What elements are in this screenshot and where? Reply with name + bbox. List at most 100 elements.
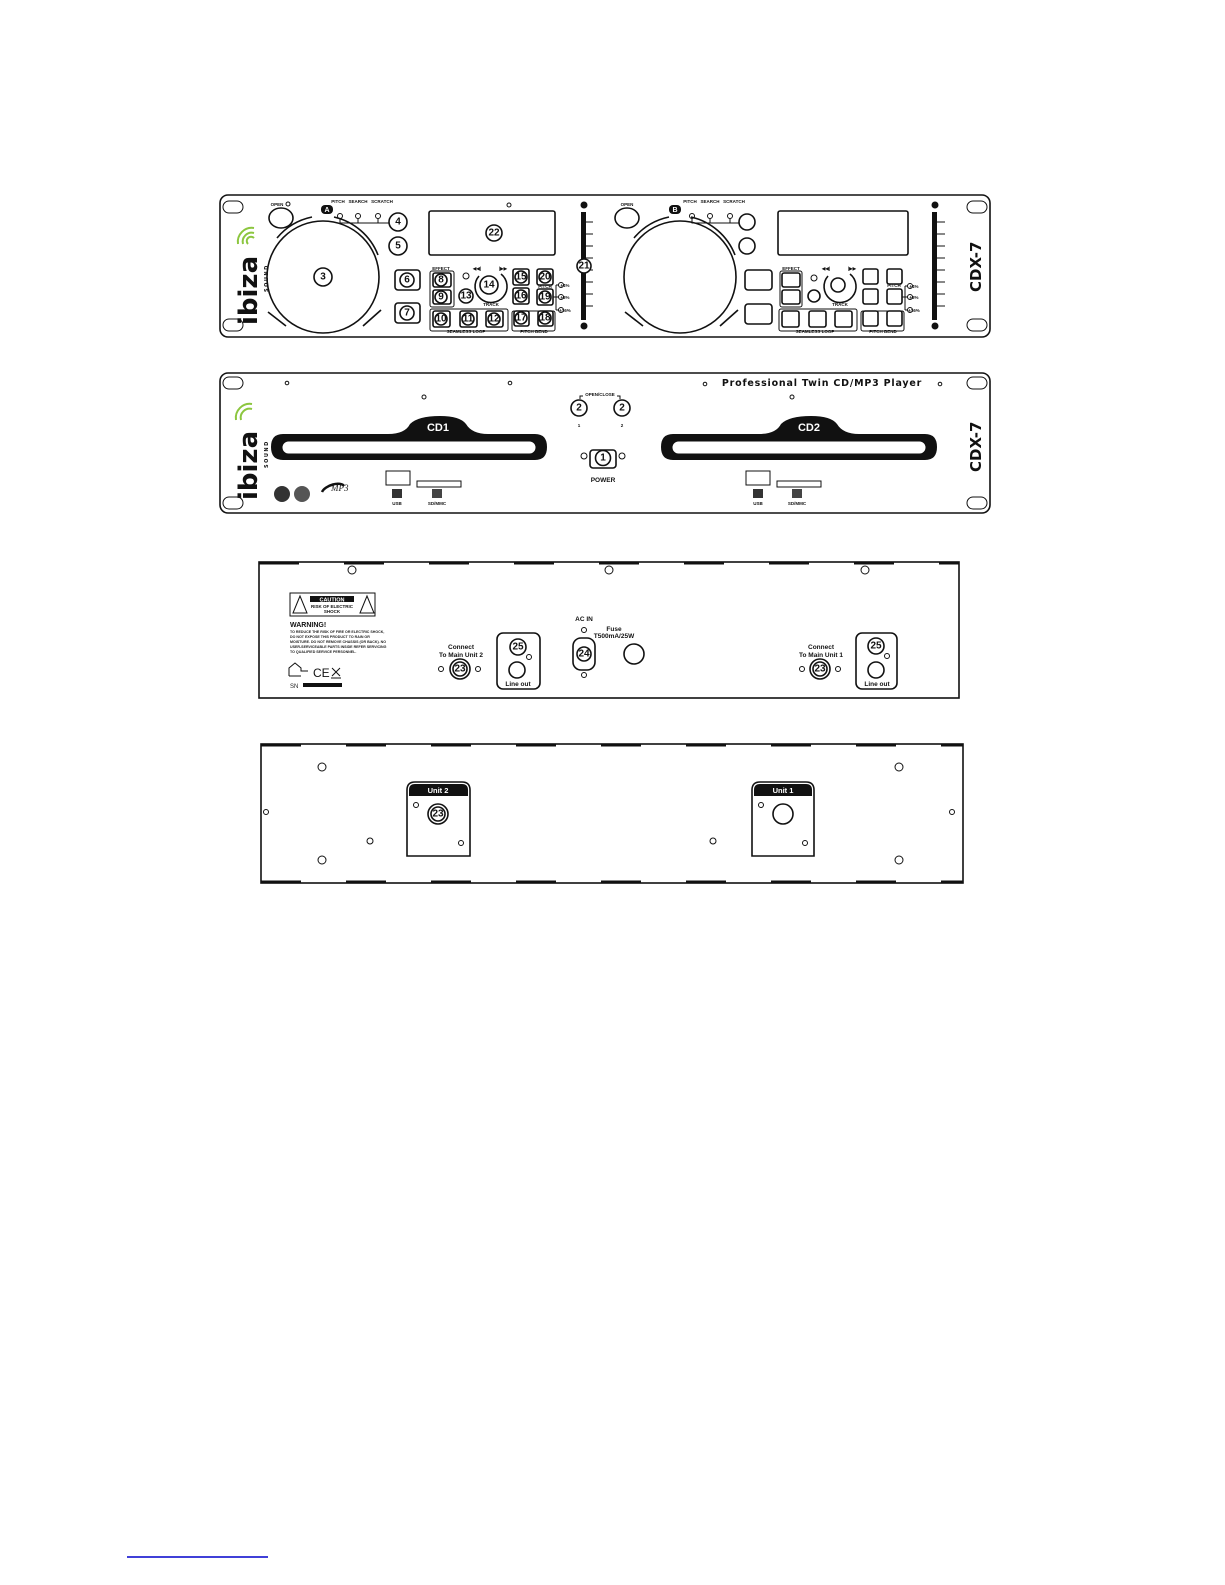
svg-text:Connect: Connect xyxy=(448,644,475,651)
usb-port[interactable] xyxy=(385,470,411,486)
svg-text:CD1: CD1 xyxy=(427,422,449,434)
open-button[interactable] xyxy=(614,207,640,229)
svg-text:SEARCH: SEARCH xyxy=(348,199,367,204)
svg-text:ibiza: ibiza xyxy=(234,431,264,500)
fuse-holder xyxy=(623,643,645,665)
svg-text:To Main Unit 2: To Main Unit 2 xyxy=(439,652,483,659)
svg-text:MOISTURE. DO NOT REMOVE CHASSI: MOISTURE. DO NOT REMOVE CHASSIS (OR BACK… xyxy=(290,640,386,644)
svg-text:SHOCK: SHOCK xyxy=(324,609,341,614)
model-name: CDX-7 xyxy=(967,242,985,292)
svg-text:Line out: Line out xyxy=(505,681,531,688)
svg-text:24: 24 xyxy=(578,649,590,660)
svg-text:CE: CE xyxy=(313,666,330,680)
svg-text:7: 7 xyxy=(404,308,410,319)
pitch-slider[interactable] xyxy=(931,201,946,330)
svg-text:ibiza: ibiza xyxy=(234,256,264,325)
power-button[interactable]: 1 xyxy=(580,449,626,469)
svg-text:EFFECT: EFFECT xyxy=(432,266,450,271)
svg-text:±16%: ±16% xyxy=(559,308,570,313)
svg-text:±8%: ±8% xyxy=(910,295,919,300)
rack-hole xyxy=(222,318,244,332)
rack-hole xyxy=(966,318,988,332)
svg-text:PITCH BEND: PITCH BEND xyxy=(520,329,548,334)
front-control-panel: ibiza SOUND OPEN A 3 PITCH SEARCH SCRATC… xyxy=(219,194,991,338)
sd-slot[interactable] xyxy=(776,480,822,488)
svg-text:PITCH: PITCH xyxy=(538,284,552,289)
svg-text:1: 1 xyxy=(600,453,606,464)
svg-text:22: 22 xyxy=(488,228,500,239)
svg-text:Connect: Connect xyxy=(808,644,835,651)
svg-text:Unit 2: Unit 2 xyxy=(428,786,449,795)
cue-pad-button[interactable] xyxy=(394,302,421,324)
cue-button[interactable] xyxy=(388,236,408,256)
svg-text:20: 20 xyxy=(539,272,551,283)
svg-text:SD/MMC: SD/MMC xyxy=(428,501,447,506)
mode-button[interactable] xyxy=(388,212,408,232)
pitch-slider[interactable]: 21 xyxy=(576,201,593,330)
deck-a-badge xyxy=(321,205,333,214)
unit2-plate: Unit 2 23 xyxy=(406,781,471,857)
rack-hole xyxy=(966,200,988,214)
svg-text:USB: USB xyxy=(753,501,763,506)
open-close-button-1[interactable] xyxy=(570,399,588,417)
svg-text:AC IN: AC IN xyxy=(575,616,593,623)
svg-text:SOUND: SOUND xyxy=(264,440,270,468)
ac-in-socket xyxy=(572,637,596,671)
main-unit-rear-panel: Unit 2 23 Unit 1 xyxy=(260,743,964,884)
sd-slot[interactable] xyxy=(416,480,462,488)
svg-text:1: 1 xyxy=(578,423,581,428)
line-out-jack xyxy=(496,632,541,690)
svg-text:12: 12 xyxy=(488,314,500,325)
svg-text:Line out: Line out xyxy=(864,681,890,688)
svg-text:USER-SERVICEABLE PARTS INSIDE: USER-SERVICEABLE PARTS INSIDE REFER SERV… xyxy=(290,645,387,649)
indoor-use-icon xyxy=(288,662,308,677)
svg-text:17: 17 xyxy=(515,313,527,324)
next-track-icon: |▶▶ xyxy=(848,266,858,271)
svg-text:SEARCH: SEARCH xyxy=(700,199,719,204)
svg-text:SEAMLESS LOOP: SEAMLESS LOOP xyxy=(796,329,835,334)
svg-text:10: 10 xyxy=(435,314,447,325)
cd2-slot[interactable]: CD2 xyxy=(661,416,937,460)
svg-text:PITCH: PITCH xyxy=(331,199,345,204)
svg-text:POWER: POWER xyxy=(591,477,616,484)
rack-hole xyxy=(222,200,244,214)
svg-text:PITCH: PITCH xyxy=(887,283,901,288)
certification-logo xyxy=(294,486,310,502)
svg-text:±4%: ±4% xyxy=(910,284,919,289)
open-close-button-2[interactable] xyxy=(613,399,631,417)
open-button[interactable] xyxy=(268,207,294,229)
ibiza-logo: ibiza SOUND xyxy=(234,402,270,500)
usb-port[interactable] xyxy=(745,470,771,486)
svg-text:SCRATCH: SCRATCH xyxy=(723,199,745,204)
svg-text:SD/MMC: SD/MMC xyxy=(788,501,807,506)
svg-text:25: 25 xyxy=(870,641,882,652)
svg-text:19: 19 xyxy=(539,292,551,303)
svg-text:PITCH: PITCH xyxy=(683,199,697,204)
weee-bin-icon xyxy=(331,667,341,679)
svg-text:CD2: CD2 xyxy=(798,422,820,434)
svg-text:TRACK: TRACK xyxy=(832,302,848,307)
svg-text:11: 11 xyxy=(463,314,474,325)
svg-text:Unit 1: Unit 1 xyxy=(773,786,794,795)
svg-text:±16%: ±16% xyxy=(908,308,919,313)
previous-track-icon: ◀◀| xyxy=(472,266,481,271)
lcd-display xyxy=(777,210,909,256)
svg-text:OPEN: OPEN xyxy=(621,202,634,207)
svg-text:±8%: ±8% xyxy=(561,295,570,300)
cd1-slot[interactable]: CD1 xyxy=(271,416,547,460)
jog-wheel[interactable] xyxy=(266,220,380,334)
deck-b: OPEN B PITCH SEARCH SCRATCH EFFECT ◀◀| xyxy=(614,199,946,334)
play-button[interactable] xyxy=(394,269,421,291)
svg-text:T500mA/25W: T500mA/25W xyxy=(594,633,635,640)
svg-text:23: 23 xyxy=(432,809,444,820)
deck-a: OPEN A 3 PITCH SEARCH SCRATCH 4 5 6 7 EF… xyxy=(266,199,593,334)
svg-text:TO QUALIFIED SERVICE PERSONNEL: TO QUALIFIED SERVICE PERSONNEL. xyxy=(290,650,356,654)
svg-text:DO NOT EXPOSE THIS PRODUCT TO: DO NOT EXPOSE THIS PRODUCT TO RAIN OR xyxy=(290,635,370,639)
svg-text:2: 2 xyxy=(619,403,625,414)
svg-text:4: 4 xyxy=(395,217,401,228)
jog-wheel[interactable] xyxy=(623,220,737,334)
svg-text:B: B xyxy=(672,207,677,214)
svg-text:WARNING!: WARNING! xyxy=(290,622,326,629)
line-out-jack xyxy=(855,632,898,690)
